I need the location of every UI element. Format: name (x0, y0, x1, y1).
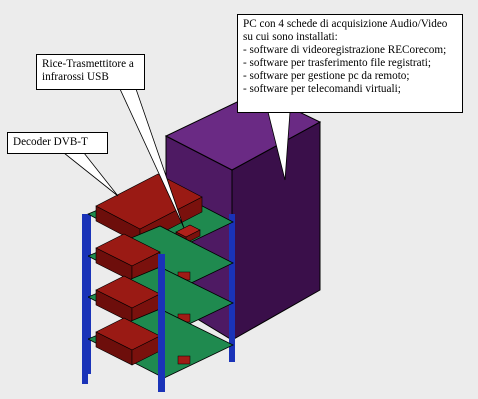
pc-label-line-2: su cui sono installati: (243, 31, 338, 43)
rack-post-back-right (229, 214, 235, 362)
decoder-1-top (95, 173, 203, 230)
rack-post-front-mid (82, 214, 88, 384)
pc-label-line-1: PC con 4 schede di acquisizione Audio/Vi… (243, 18, 448, 30)
usb-label-line-2: infrarossi USB (42, 71, 109, 83)
rack (82, 173, 235, 392)
usb-ir-label: Rice-Trasmettitore a infrarossi USB (36, 54, 145, 90)
rack-post-front-left (158, 254, 165, 392)
dvb-label-line-1: Decoder DVB-T (13, 136, 88, 148)
pc-label-line-6: - software per telecomandi virtuali; (243, 83, 401, 95)
shelf-4-module (177, 355, 191, 365)
dvb-decoder-label: Decoder DVB-T (7, 132, 108, 154)
pc-label-line-3: - software di videoregistrazione RECorec… (243, 44, 447, 56)
usb-label-line-1: Rice-Trasmettitore a (42, 58, 134, 70)
pc-label-line-4: - software per trasferimento file regist… (243, 57, 431, 69)
pc-label-line-5: - software per gestione pc da remoto; (243, 70, 410, 82)
pc-description-label: PC con 4 schede di acquisizione Audio/Vi… (237, 14, 463, 113)
